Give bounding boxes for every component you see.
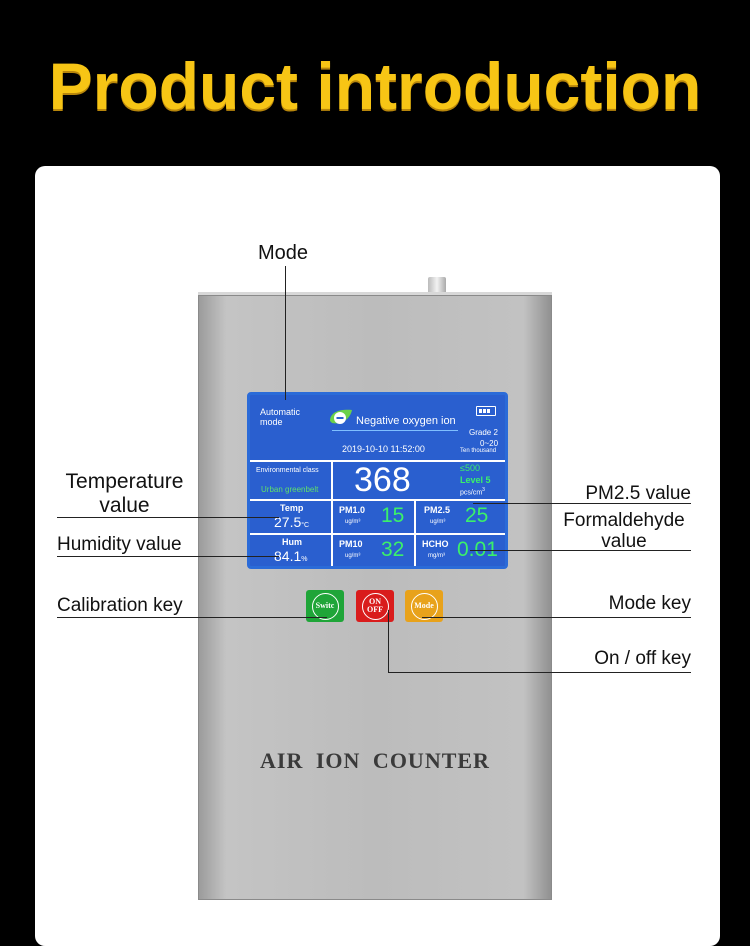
hum-value: 84.1%: [274, 548, 308, 564]
device-brand: AIR ION COUNTER: [260, 748, 490, 773]
formaldehyde-leader-line: [470, 550, 691, 551]
power-key-off: OFF: [367, 605, 383, 614]
env-class-label: Environmental class: [256, 467, 319, 474]
device-antenna: [428, 277, 446, 295]
datetime: 2019-10-10 11:52:00: [342, 444, 425, 454]
temperature-annotation-line2: value: [99, 494, 150, 517]
humidity-leader-line: [57, 556, 279, 557]
pm25-label: PM2.5: [424, 505, 451, 515]
onoff-leader-hline: [388, 672, 691, 673]
divider-right: [414, 499, 416, 566]
formaldehyde-annotation-line2: value: [601, 531, 647, 552]
mode-label: Automatic mode: [260, 407, 300, 427]
calibration-annotation: Calibration key: [57, 595, 183, 616]
pm25-leader-line: [473, 503, 691, 504]
pm100-value: 32: [381, 538, 405, 561]
screen-header: Negative oxygen ion: [356, 415, 456, 427]
mode-annotation: Mode: [258, 242, 309, 264]
ion-unit: pcs/cm3: [460, 487, 485, 497]
pm25-annotation: PM2.5 value: [585, 483, 691, 504]
onoff-annotation: On / off key: [594, 648, 691, 669]
switch-key-label: Switc: [311, 592, 339, 620]
mode-key-leader-line: [422, 617, 691, 618]
mode-line2: mode: [260, 417, 283, 427]
hcho-value: 0.01: [457, 538, 498, 561]
temperature-annotation-line1: Temperature: [65, 470, 184, 493]
pm100-unit: ug/m³: [345, 553, 361, 559]
leaf-icon: [328, 407, 352, 429]
hcho-label: HCHO: [422, 539, 449, 549]
temp-label: Temp: [280, 503, 304, 513]
pm25-unit: ug/m³: [430, 519, 446, 525]
grade-range: 0~20: [480, 439, 499, 448]
header-underline: [332, 430, 458, 431]
hcho-unit: mg/m³: [428, 553, 445, 559]
device-screen: Automatic mode Negative oxygen ion Grade…: [247, 392, 508, 569]
ion-level: Level 5: [460, 475, 491, 485]
grade-label: Grade 2: [469, 428, 498, 437]
temperature-annotation: Temperature value: [52, 470, 197, 518]
device-top-edge: [198, 292, 552, 297]
pm10-label: PM1.0: [339, 505, 366, 515]
formaldehyde-annotation: Formaldehyde value: [556, 510, 692, 552]
calibration-switch-button[interactable]: Switc: [306, 590, 344, 622]
pm100-label: PM10: [339, 539, 363, 549]
grade-unit: Ten thousand: [460, 448, 497, 454]
ion-threshold: ≤500: [460, 463, 480, 473]
pm10-value: 15: [381, 504, 405, 527]
env-class-value: Urban greenbelt: [261, 485, 319, 494]
hum-label: Hum: [282, 537, 302, 547]
ion-value: 368: [354, 461, 411, 499]
mode-leader-line: [285, 266, 286, 400]
divider-mid: [250, 499, 505, 501]
temperature-leader-line: [57, 517, 279, 518]
divider-top: [250, 460, 505, 462]
power-key-on: ON: [369, 597, 381, 606]
divider-bottom: [250, 533, 505, 535]
mode-key-label: Mode: [410, 592, 438, 620]
battery-icon: [476, 406, 496, 416]
mode-line1: Automatic: [260, 407, 301, 417]
temp-value: 27.5°C: [274, 514, 310, 530]
pm10-unit: ug/m³: [345, 519, 361, 525]
mode-button[interactable]: Mode: [405, 590, 443, 622]
onoff-leader-vline: [388, 610, 389, 672]
formaldehyde-annotation-line1: Formaldehyde: [563, 510, 685, 531]
calibration-leader-line: [57, 617, 327, 618]
pm25-value: 25: [465, 504, 489, 527]
humidity-annotation: Humidity value: [57, 534, 182, 555]
page-title: Product introduction: [48, 49, 702, 123]
divider-left: [331, 460, 333, 566]
mode-key-annotation: Mode key: [608, 593, 691, 614]
